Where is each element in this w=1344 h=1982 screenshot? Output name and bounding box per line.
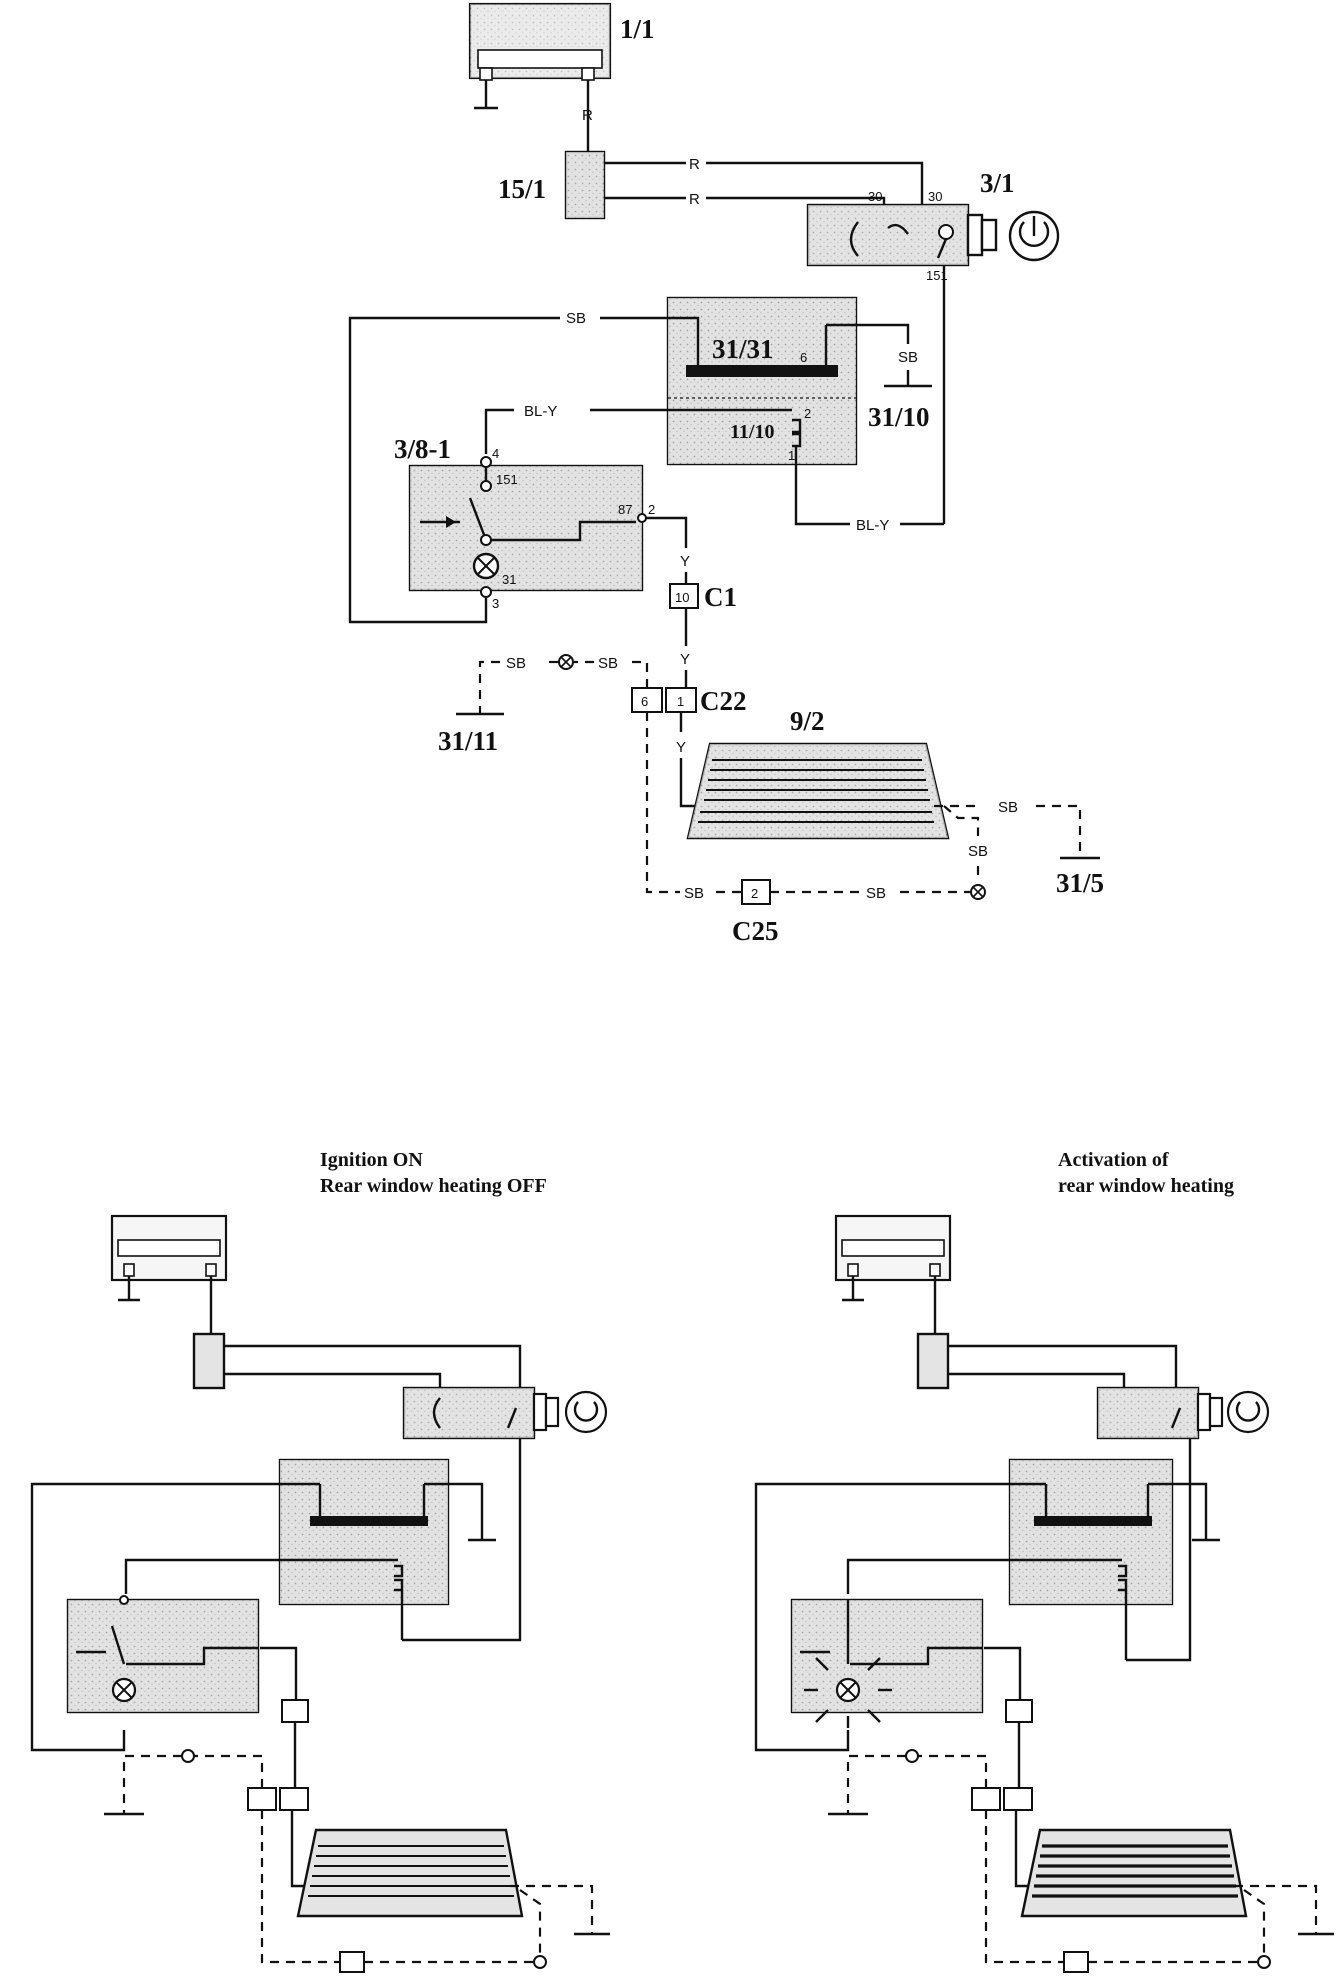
wire-label-r-battery: R	[582, 107, 593, 124]
pin-mod-2: 2	[804, 406, 811, 421]
pin-sw-2: 2	[648, 502, 655, 517]
wire-label-sb-c22: SB	[598, 655, 618, 672]
pin-sw-4: 4	[492, 446, 499, 461]
c1-label: C1	[704, 582, 737, 612]
pin-sw-151: 151	[496, 472, 518, 487]
pin-ign-30a: 30	[868, 189, 882, 204]
fuse-box-label: 15/1	[498, 174, 546, 204]
c25-pin: 2	[751, 886, 758, 901]
lamp-lit-icon	[804, 1657, 892, 1728]
caption-left-1: Ignition ON	[320, 1149, 423, 1171]
state-diagram-on	[754, 1214, 1334, 1973]
state-diagram-off	[30, 1214, 610, 1973]
pin-ign-30b: 30	[928, 189, 942, 204]
caption-left-2: Rear window heating OFF	[320, 1175, 547, 1197]
c22-label: C22	[700, 686, 747, 716]
ground-c-label: 31/5	[1056, 868, 1104, 898]
wire-label-bly-top: BL-Y	[524, 403, 557, 420]
ground-b-label: 31/11	[438, 726, 498, 756]
ground-a-label: 31/10	[868, 402, 930, 432]
connector-c25: 2 C25	[732, 879, 779, 946]
c22-pin-a: 6	[641, 694, 648, 709]
battery-label: 1/1	[620, 14, 655, 44]
connector-c22: 6 1 C22	[631, 686, 747, 716]
wire-label-sb-top: SB	[566, 310, 586, 327]
c1-pin: 10	[675, 590, 689, 605]
ignition-switch: 30 30 151 3/1	[806, 168, 1060, 524]
wire-label-bly-bottom: BL-Y	[856, 517, 889, 534]
ground-point-icon	[558, 654, 574, 670]
pin-mod-1: 1	[788, 448, 795, 463]
fuse-box: 15/1	[498, 150, 606, 220]
ground-point-icon	[970, 884, 986, 900]
caption-right-1: Activation of	[1058, 1149, 1169, 1171]
rear-window-element: 9/2	[686, 706, 950, 840]
wire-label-sb-left: SB	[506, 655, 526, 672]
wire-label-r-1: R	[689, 156, 700, 173]
main-diagram: 1/1 R 15/1 R R 30 30	[348, 2, 1104, 946]
caption-right-2: rear window heating	[1058, 1175, 1234, 1197]
pin-mod-6: 6	[800, 350, 807, 365]
control-module: 31/31 6 11/10 2 1	[666, 296, 858, 466]
pin-sw-87: 87	[618, 502, 632, 517]
battery: 1/1	[468, 2, 655, 152]
wire-label-y-3: Y	[676, 739, 686, 756]
control-module-label: 31/31	[712, 334, 774, 364]
wire-label-y-2: Y	[680, 651, 690, 668]
wire-label-r-2: R	[689, 191, 700, 208]
rear-window-switch: 3/8-1 4 151 31 3 87 2	[394, 434, 655, 611]
wire-label-sb-ground: SB	[898, 349, 918, 366]
rear-window-label: 9/2	[790, 706, 825, 736]
wire-label-sb-rear-2: SB	[968, 843, 988, 860]
c25-label: C25	[732, 916, 779, 946]
relay-label: 11/10	[730, 421, 774, 443]
wire-label-sb-rear: SB	[998, 799, 1018, 816]
wire-label-sb-c25-left: SB	[684, 885, 704, 902]
pin-ign-151: 151	[926, 268, 948, 283]
wire-label-sb-c25-right: SB	[866, 885, 886, 902]
ignition-switch-label: 3/1	[980, 168, 1015, 198]
connector-c1: 10 C1	[669, 582, 737, 612]
c22-pin-b: 1	[677, 694, 684, 709]
pin-sw-31: 31	[502, 572, 516, 587]
pin-sw-3: 3	[492, 596, 499, 611]
rear-window-switch-label: 3/8-1	[394, 434, 451, 464]
wire-label-y-1: Y	[680, 553, 690, 570]
